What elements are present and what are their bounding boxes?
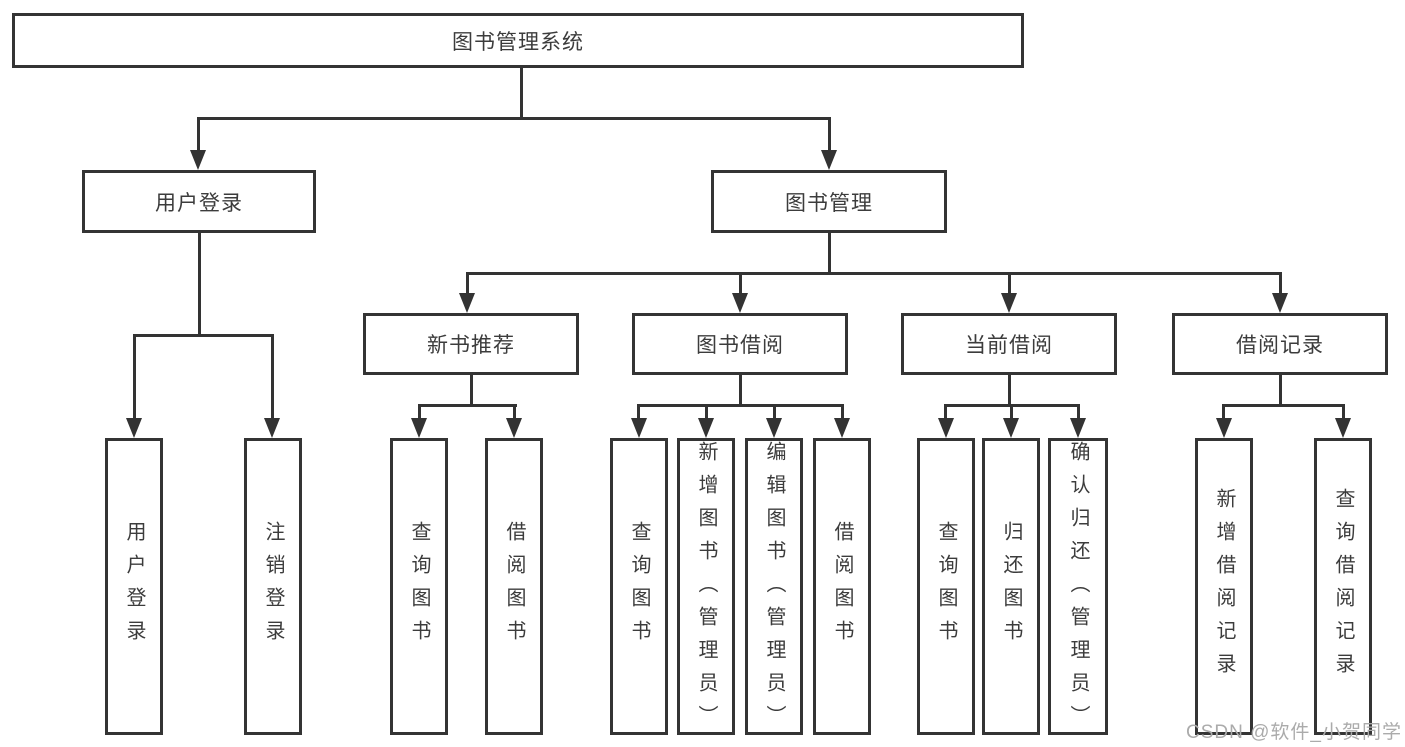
connector-line — [773, 404, 776, 420]
leaf-user-login: 用户登录 — [105, 438, 163, 735]
connector-line — [1342, 404, 1345, 420]
connector-line — [1008, 272, 1011, 296]
leaf-edit-books-admin: 编辑图书（管理员） — [745, 438, 803, 738]
arrow-down-icon — [264, 418, 280, 438]
leaf-query-books-borrowing: 查询图书 — [610, 438, 668, 735]
leaf-confirm-return-admin: 确认归还（管理员） — [1048, 438, 1108, 738]
arrow-down-icon — [732, 293, 748, 313]
arrow-down-icon — [1272, 293, 1288, 313]
csdn-watermark: CSDN @软件_小贺同学 — [1186, 722, 1402, 743]
leaf-return-books: 归还图书 — [982, 438, 1040, 735]
node-book-borrowing: 图书借阅 — [632, 313, 848, 375]
connector-line — [739, 375, 742, 407]
arrow-down-icon — [631, 418, 647, 438]
connector-line — [466, 272, 1282, 275]
connector-line — [197, 117, 831, 120]
connector-line — [466, 272, 469, 296]
connector-line — [418, 404, 517, 407]
arrow-down-icon — [126, 418, 142, 438]
arrow-down-icon — [834, 418, 850, 438]
arrow-down-icon — [1335, 418, 1351, 438]
connector-line — [944, 404, 947, 420]
leaf-query-books-recommend: 查询图书 — [390, 438, 448, 735]
connector-line — [513, 404, 516, 420]
leaf-query-borrow-record: 查询借阅记录 — [1314, 438, 1372, 735]
arrow-down-icon — [459, 293, 475, 313]
leaf-add-books-admin: 新增图书（管理员） — [677, 438, 735, 738]
leaf-borrow-books: 借阅图书 — [813, 438, 871, 735]
node-new-book-recommend: 新书推荐 — [363, 313, 579, 375]
connector-line — [418, 404, 421, 420]
arrow-down-icon — [1216, 418, 1232, 438]
connector-line — [133, 334, 274, 337]
connector-line — [828, 117, 831, 152]
node-user-login: 用户登录 — [82, 170, 316, 233]
arrow-down-icon — [938, 418, 954, 438]
connector-line — [637, 404, 844, 407]
leaf-query-books-current: 查询图书 — [917, 438, 975, 735]
connector-line — [197, 117, 200, 152]
node-borrowing-records: 借阅记录 — [1172, 313, 1388, 375]
connector-line — [828, 233, 831, 275]
connector-line — [841, 404, 844, 420]
connector-line — [198, 233, 201, 337]
node-book-management: 图书管理 — [711, 170, 947, 233]
connector-line — [637, 404, 640, 420]
connector-line — [470, 375, 473, 407]
node-root-library-system: 图书管理系统 — [12, 13, 1024, 68]
arrow-down-icon — [1070, 418, 1086, 438]
leaf-borrow-books-recommend: 借阅图书 — [485, 438, 543, 735]
leaf-logout: 注销登录 — [244, 438, 302, 735]
connector-line — [1010, 404, 1013, 420]
arrow-down-icon — [190, 150, 206, 170]
connector-line — [520, 68, 523, 118]
connector-line — [1222, 404, 1225, 420]
connector-line — [705, 404, 708, 420]
connector-line — [1222, 404, 1345, 407]
arrow-down-icon — [1003, 418, 1019, 438]
connector-line — [739, 272, 742, 296]
leaf-add-borrow-record: 新增借阅记录 — [1195, 438, 1253, 735]
connector-line — [133, 334, 136, 420]
connector-line — [1279, 272, 1282, 296]
arrow-down-icon — [506, 418, 522, 438]
connector-line — [1008, 375, 1011, 407]
connector-line — [271, 334, 274, 420]
connector-line — [1279, 375, 1282, 407]
arrow-down-icon — [698, 418, 714, 438]
arrow-down-icon — [1001, 293, 1017, 313]
arrow-down-icon — [766, 418, 782, 438]
arrow-down-icon — [411, 418, 427, 438]
node-current-borrowing: 当前借阅 — [901, 313, 1117, 375]
arrow-down-icon — [821, 150, 837, 170]
connector-line — [1077, 404, 1080, 420]
